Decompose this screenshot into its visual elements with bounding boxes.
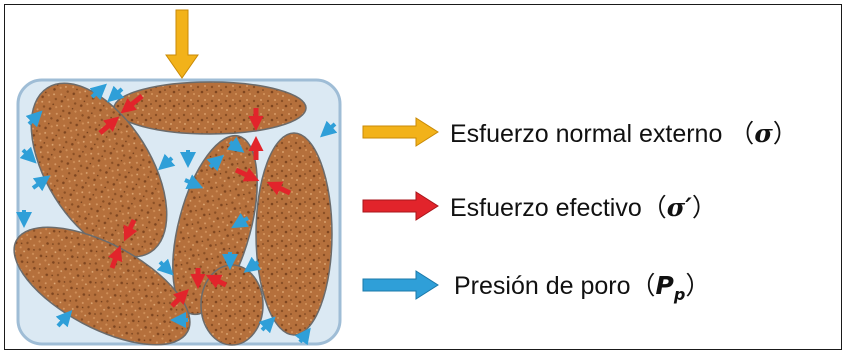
pore-pressure-arrow-icon [156, 258, 174, 276]
effective-stress-arrows [98, 94, 292, 308]
legend-label: Presión de poro（Pp） [454, 271, 711, 304]
pore-pressure-arrow-icon [243, 256, 262, 273]
pore-pressure-symbol: Pp [655, 271, 686, 304]
legend-item-pore-pressure: Presión de poro（Pp） [358, 265, 838, 305]
compression-arrows-icon [170, 289, 189, 308]
figure-frame [4, 4, 842, 350]
compression-arrows-icon [98, 116, 120, 135]
arrow-right-icon [362, 191, 439, 221]
soil-grain [255, 132, 333, 336]
pore-pressure-arrow-icon [25, 110, 43, 128]
compression-arrows-icon [123, 218, 138, 242]
pore-pressure-arrow-icon [107, 85, 125, 103]
legend-label: Esfuerzo efectivo（σ′） [450, 193, 717, 222]
pore-pressure-arrow-icon [226, 136, 245, 153]
pore-pressure-arrow-icon [206, 154, 225, 172]
sigma-symbol: σ [754, 119, 773, 148]
pore-pressure-arrow-icon [320, 120, 338, 138]
pore-pressure-arrow-icon [294, 327, 311, 346]
pore-pressure-arrow-icon [184, 174, 204, 189]
compression-arrows-icon [234, 167, 260, 182]
legend-item-external-stress: Esfuerzo normal externo （σ） [358, 112, 838, 152]
pore-pressure-arrow-icon [231, 213, 250, 229]
pore-pressure-arrow-icon [55, 310, 73, 328]
compression-arrows-icon [266, 181, 292, 196]
compression-arrows-icon [120, 94, 144, 114]
compression-arrows-icon [108, 245, 123, 269]
pore-pressure-arrow-icon [31, 175, 51, 192]
pore-pressure-arrow-icon [89, 83, 107, 101]
arrow-down-icon [165, 9, 199, 79]
pore-pressure-arrow-icon [258, 316, 276, 334]
arrow-right-icon [362, 117, 439, 147]
soil-grain [200, 264, 264, 346]
compression-arrows-icon [205, 274, 228, 289]
soil-grain [113, 81, 307, 135]
pore-pressure-arrows [16, 83, 338, 346]
soil-grain [30, 82, 168, 258]
legend-item-effective-stress: Esfuerzo efectivo（σ′） [358, 186, 838, 226]
arrow-right-icon [362, 270, 439, 300]
sigma-prime-symbol: σ′ [666, 193, 692, 222]
pore-pressure-arrow-icon [157, 153, 176, 171]
pore-pressure-arrow-icon [19, 146, 37, 164]
legend-label: Esfuerzo normal externo （σ） [450, 119, 798, 148]
